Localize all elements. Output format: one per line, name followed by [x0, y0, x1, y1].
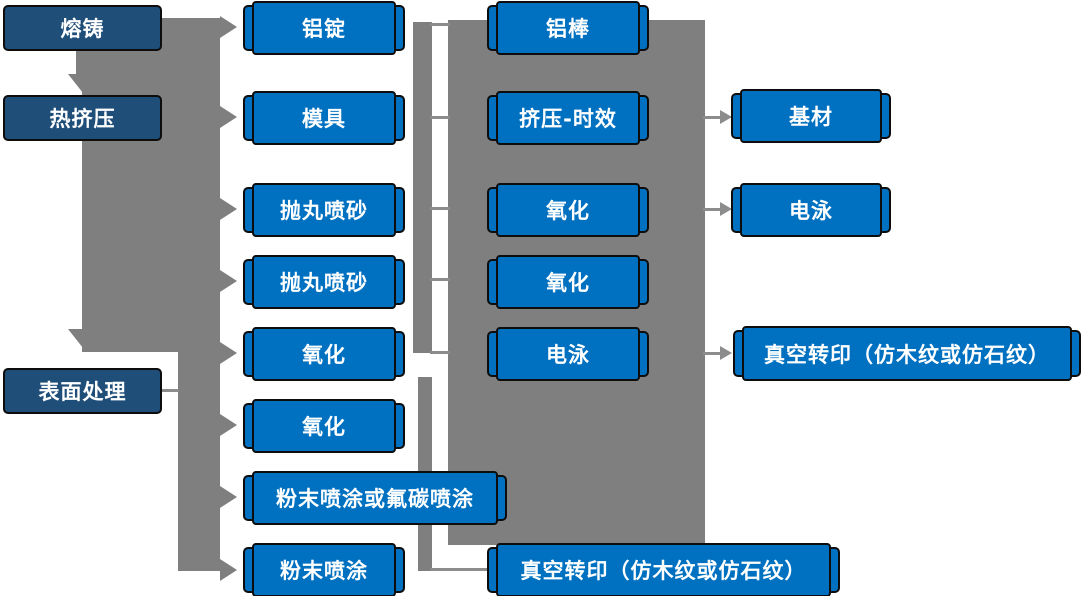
- node-powder-coating: 粉末喷涂: [243, 543, 405, 596]
- arrow-right-row5: [220, 342, 237, 364]
- node-hot-extrusion: 热挤压: [3, 95, 162, 141]
- arrow-right-row7: [220, 486, 237, 508]
- arrow-right-row8: [220, 559, 237, 581]
- node-oxidation-4: 氧化: [487, 255, 649, 309]
- arrow-head-vacuum-transfer: [720, 346, 732, 360]
- arrow-right-row1: [220, 16, 237, 38]
- node-al-ingot: 铝锭: [243, 1, 405, 55]
- link-row1: [430, 23, 450, 26]
- arrow-line-vacuum-transfer: [703, 352, 721, 355]
- flow-band-wide: [82, 18, 220, 352]
- node-base-material: 基材: [731, 89, 891, 143]
- arrow-head-electrophoresis: [720, 202, 732, 216]
- link-surface-treatment: [161, 389, 179, 392]
- node-melt-cast: 熔铸: [3, 5, 162, 51]
- arrow-down-head-2: [68, 329, 98, 348]
- arrow-right-row4: [220, 270, 237, 292]
- arrow-right-row3: [220, 198, 237, 220]
- link-row4: [430, 278, 450, 281]
- node-vacuum-transfer-2: 真空转印（仿木纹或仿石纹）: [733, 326, 1081, 381]
- arrow-right-row2: [220, 106, 237, 128]
- collector-bar-upper: [413, 22, 432, 353]
- node-vacuum-transfer-1: 真空转印（仿木纹或仿石纹）: [487, 543, 840, 596]
- node-extrusion-aging: 挤压-时效: [487, 91, 649, 145]
- arrow-head-base-material: [720, 110, 732, 124]
- node-oxidation-2: 氧化: [243, 399, 405, 453]
- link-row5: [430, 351, 450, 354]
- node-oxidation-1: 氧化: [243, 327, 405, 381]
- link-row3: [430, 207, 450, 210]
- arrow-right-row6: [220, 414, 237, 436]
- arrow-line-base-material: [703, 116, 721, 119]
- node-mold: 模具: [243, 91, 405, 145]
- flow-band-narrow: [178, 352, 220, 571]
- link-bottom-row: [430, 568, 488, 571]
- arrow-line-electrophoresis: [703, 208, 721, 211]
- node-oxidation-3: 氧化: [487, 183, 649, 237]
- node-shot-blast-1: 抛丸喷砂: [243, 183, 405, 237]
- node-surface-treatment: 表面处理: [3, 368, 162, 414]
- node-powder-fluorocarbon: 粉末喷涂或氟碳喷涂: [243, 471, 507, 525]
- node-shot-blast-2: 抛丸喷砂: [243, 255, 405, 309]
- link-row2: [430, 116, 450, 119]
- node-al-rod: 铝棒: [487, 1, 649, 55]
- node-electrophoresis-2: 电泳: [731, 183, 891, 237]
- node-electrophoresis-1: 电泳: [487, 327, 649, 381]
- arrow-down-head-1: [68, 74, 98, 93]
- arrow-down-shaft-1: [76, 48, 90, 75]
